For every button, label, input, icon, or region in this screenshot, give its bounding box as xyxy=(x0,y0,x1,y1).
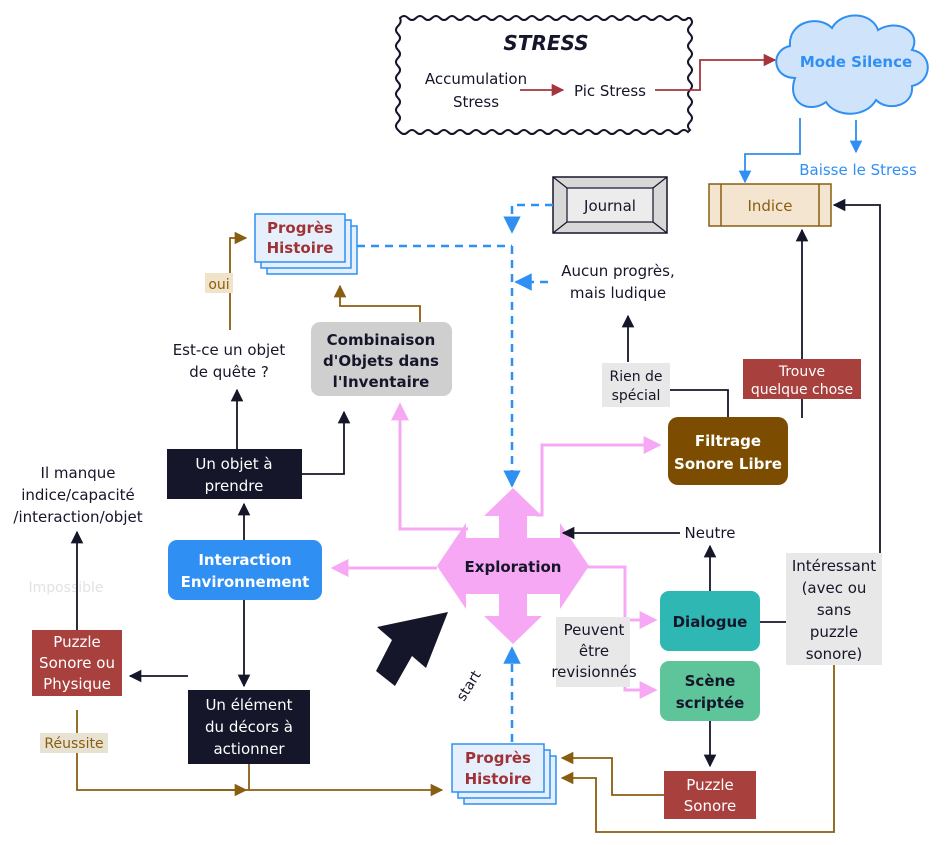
accumulation-label-2: Stress xyxy=(453,93,499,111)
stress-title: STRESS xyxy=(503,31,588,55)
pink-arrow-to-combinaison xyxy=(391,402,468,531)
dialogue-node: Dialogue xyxy=(660,591,760,651)
manque-label-2: indice/capacité xyxy=(21,486,135,504)
combinaison-label-2: d'Objets dans xyxy=(323,352,439,370)
scene-scriptee-node: Scène scriptée xyxy=(660,661,760,721)
interessant-tag xyxy=(786,553,882,665)
quest-question-label-2: de quête ? xyxy=(189,363,269,381)
mode-silence-cloud: Mode Silence xyxy=(775,14,929,115)
rien-label-2: spécial xyxy=(612,388,661,404)
exploration-label: Exploration xyxy=(465,558,562,576)
combinaison-label-3: l'Inventaire xyxy=(333,373,430,391)
progres-bottom-label-1: Progrès xyxy=(465,749,531,767)
interaction-environnement-node: Interaction Environnement xyxy=(168,540,322,600)
trouve-label-2: quelque chose xyxy=(751,382,853,398)
oui-tag xyxy=(205,273,233,293)
puzzle-phys-label-1: Puzzle xyxy=(53,633,100,651)
element-label-1: Un élément xyxy=(205,696,292,714)
arrow-pic-to-silence xyxy=(655,53,777,91)
journal-node: Journal xyxy=(552,176,668,234)
interessant-label-4: puzzle xyxy=(810,623,858,641)
impossible-label: Impossible xyxy=(28,580,103,596)
element-label-2: du décors à xyxy=(205,718,293,736)
combinaison-node: Combinaison d'Objets dans l'Inventaire xyxy=(311,322,452,396)
filtrage-label-1: Filtrage xyxy=(695,432,761,450)
mode-silence-label: Mode Silence xyxy=(800,53,912,71)
journal-label: Journal xyxy=(583,197,636,215)
scene-label-1: Scène xyxy=(685,672,736,690)
element-decors-node: Un élément du décors à actionner xyxy=(188,690,310,764)
arrow-puzzle-sonore-to-progres xyxy=(560,751,664,796)
filtrage-label-2: Sonore Libre xyxy=(674,455,782,473)
combinaison-label-1: Combinaison xyxy=(327,331,436,349)
peuvent-label-3: revisionnés xyxy=(551,663,637,681)
trouve-label-1: Trouve xyxy=(778,364,825,380)
pink-arrow-to-filtrage xyxy=(536,436,662,517)
aucun-progres-label-1: Aucun progrès, xyxy=(561,262,675,280)
puzzle-physique-node: Puzzle Sonore ou Physique xyxy=(32,630,122,696)
interessant-label-1: Intéressant xyxy=(792,557,876,575)
arrow-interessant-to-progres xyxy=(560,665,835,833)
progres-top-label-2: Histoire xyxy=(267,239,334,257)
manque-label-3: /interaction/objet xyxy=(13,508,142,526)
indice-node: Indice xyxy=(708,183,832,227)
puzzle-sonore-node: Puzzle Sonore xyxy=(664,771,756,819)
start-cursor-icon xyxy=(376,612,448,686)
peuvent-label-1: Peuvent xyxy=(564,621,625,639)
element-label-3: actionner xyxy=(213,740,285,758)
puzzle-sonore-label-2: Sonore xyxy=(684,797,736,815)
arrow-combinaison-to-progres xyxy=(333,284,421,322)
progres-histoire-top: Progrès Histoire xyxy=(254,213,358,275)
interaction-label-2: Environnement xyxy=(181,573,310,591)
baisse-stress-label: Baisse le Stress xyxy=(799,161,917,179)
objet-label-1: Un objet à xyxy=(195,455,272,473)
start-label: start xyxy=(454,668,485,705)
arrow-interessant-to-indice xyxy=(832,198,881,553)
arrow-quest-to-progres xyxy=(229,231,248,330)
progres-histoire-bottom: Progrès Histoire xyxy=(451,743,557,805)
trouve-tag xyxy=(743,359,861,399)
objet-a-prendre-node: Un objet à prendre xyxy=(167,449,302,499)
indice-label: Indice xyxy=(747,197,792,215)
rien-label-1: Rien de xyxy=(609,369,662,385)
neutre-label: Neutre xyxy=(685,524,736,542)
quest-question-label-1: Est-ce un objet xyxy=(173,341,286,359)
interessant-label-3: sans xyxy=(817,601,852,619)
filtrage-node: Filtrage Sonore Libre xyxy=(668,417,788,485)
puzzle-phys-label-3: Physique xyxy=(43,675,111,693)
puzzle-phys-label-2: Sonore ou xyxy=(39,654,115,672)
interessant-label-2: (avec ou xyxy=(802,579,867,597)
dialogue-label: Dialogue xyxy=(673,613,748,631)
dashed-journal-to-main xyxy=(503,203,553,234)
interaction-label-1: Interaction xyxy=(198,551,291,569)
stress-box: STRESS Accumulation Stress Pic Stress xyxy=(395,15,693,135)
aucun-progres-label-2: mais ludique xyxy=(570,284,666,302)
objet-label-2: prendre xyxy=(205,477,264,495)
rien-tag xyxy=(602,363,670,407)
progres-bottom-label-2: Histoire xyxy=(465,770,532,788)
interessant-label-5: sonore) xyxy=(806,645,863,663)
reussite-label: Réussite xyxy=(44,736,103,752)
peuvent-tag xyxy=(556,617,630,687)
manque-label-1: Il manque xyxy=(41,464,116,482)
reussite-tag xyxy=(40,733,108,753)
arrow-silence-to-indice xyxy=(738,118,801,184)
arrow-objet-to-combinaison xyxy=(302,410,351,475)
pic-stress-label: Pic Stress xyxy=(574,82,646,100)
oui-label: oui xyxy=(208,277,229,293)
puzzle-sonore-label-1: Puzzle xyxy=(686,776,733,794)
scene-label-2: scriptée xyxy=(676,694,745,712)
pink-arrow-to-dialogue xyxy=(585,565,658,629)
progres-top-label-1: Progrès xyxy=(267,219,333,237)
exploration-node: Exploration xyxy=(437,488,589,644)
accumulation-label-1: Accumulation xyxy=(425,70,527,88)
peuvent-label-2: être xyxy=(579,642,609,660)
line-filtrage-to-rien xyxy=(670,389,729,418)
